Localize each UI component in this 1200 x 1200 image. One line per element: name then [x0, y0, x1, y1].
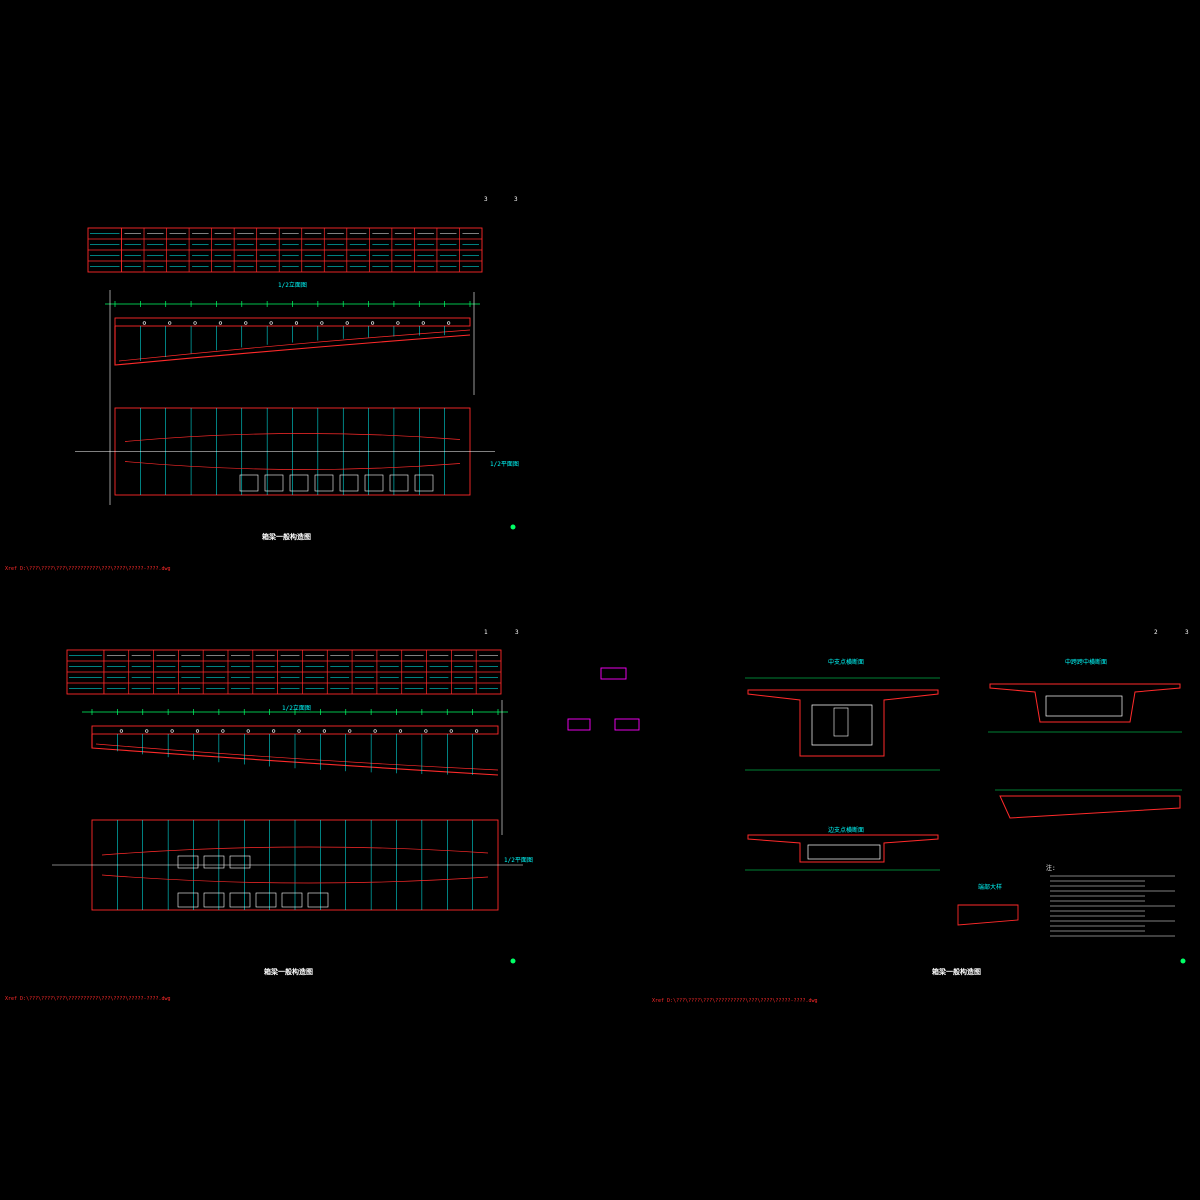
- loose-detail-box: [614, 718, 640, 731]
- sheet1-elevation-anchor-hole: [345, 321, 349, 325]
- sheet1-elevation-anchor-hole: [396, 321, 400, 325]
- sheet2-elevation-anchor-hole: [145, 729, 149, 733]
- sheet1-elevation-anchor-hole: [320, 321, 324, 325]
- sheet3-manhole: [833, 707, 849, 737]
- sheet2-elevation-anchor-hole: [475, 729, 479, 733]
- sheet3-section-end-label: 边支点横断面: [828, 827, 865, 834]
- sheet2-half-plan-label: 1/2平面图: [504, 857, 533, 864]
- loose-detail-box: [600, 667, 627, 680]
- sheet1-plan-web-line: [124, 433, 461, 442]
- sheet2-elevation-anchor-hole: [449, 729, 453, 733]
- sheet1-elevation-deck-slab: [114, 317, 471, 327]
- sheet1-half-plan-label: 1/2平面图: [490, 461, 519, 468]
- sheet1-plan-section-box: [314, 474, 334, 492]
- sheet2-plan-web-line: [101, 846, 489, 856]
- sheet3-section-mid-label: 中支点横断面: [828, 659, 865, 666]
- sheet1-elevation-anchor-hole: [294, 321, 299, 325]
- sheet3-mid-section-outline: [747, 689, 939, 757]
- sheet2-elevation-anchor-hole: [424, 729, 428, 733]
- sheet3-end-section-cell: [807, 844, 881, 860]
- sheet2-elevation-anchor-hole: [195, 729, 200, 733]
- sheet2-page-total: 3: [515, 629, 519, 636]
- sheet2-elevation-anchor-hole: [272, 729, 276, 733]
- sheet3-notes-label: 注:: [1046, 865, 1056, 872]
- sheet3-end-detail: [957, 904, 1019, 926]
- sheet2-elevation-anchor-hole: [398, 729, 403, 733]
- sheet2-elevation-anchor-hole: [170, 729, 174, 733]
- sheet2-plan-section-box: [177, 892, 199, 908]
- sheet1-plan-section-box: [339, 474, 359, 492]
- sheet2-plan-section-box: [307, 892, 329, 908]
- sheet2-elevation-anchor-hole: [348, 729, 352, 733]
- sheet1-elevation-anchor-hole: [421, 321, 425, 325]
- sheet3-mid-section-cell: [811, 704, 873, 746]
- sheet2-plan-section-box: [255, 892, 277, 908]
- sheet1-plan-section-box: [264, 474, 284, 492]
- sheet3-xref-path: Xref D:\???\????\???\??????????\???\????…: [652, 998, 818, 1004]
- sheet3-side-section-cell: [1045, 695, 1123, 717]
- sheet1-elevation-bottom-flange-inner: [118, 329, 471, 362]
- sheet2-elevation-anchor-hole: [246, 729, 250, 733]
- sheet3-longitudinal-detail: [999, 795, 1181, 819]
- sheet1-elevation-anchor-hole: [269, 321, 273, 325]
- sheet2-elevation-anchor-hole: [221, 729, 225, 733]
- sheet1-plan-section-box: [414, 474, 434, 492]
- sheet2-plan-web-line: [101, 874, 489, 884]
- sheet2-elevation-deck-slab: [91, 725, 499, 735]
- sheet1-page-number: 3: [484, 196, 488, 203]
- sheet2-xref-path: Xref D:\???\????\???\??????????\???\????…: [5, 996, 171, 1002]
- sheet1-page-total: 3: [514, 196, 518, 203]
- sheet3-north-mark: [1180, 958, 1186, 964]
- sheet1-elevation-anchor-hole: [244, 321, 248, 325]
- loose-detail-box: [567, 718, 591, 731]
- sheet1-elevation-anchor-hole: [142, 321, 146, 325]
- sheet2-plan-section-box: [177, 855, 199, 869]
- sheet2-half-elevation-label: 1/2立面图: [282, 705, 311, 712]
- sheet1-plan-section-box: [239, 474, 259, 492]
- sheet1-plan-section-box: [289, 474, 309, 492]
- sheet1-elevation-anchor-hole: [218, 321, 223, 325]
- sheet2-page-number: 1: [484, 629, 488, 636]
- sheet3-side-section-outline: [989, 683, 1181, 723]
- sheet1-elevation-anchor-hole: [168, 321, 172, 325]
- sheet2-title: 箱梁一般构造图: [264, 968, 313, 976]
- sheet3-section-side-label: 中跨跨中横断面: [1065, 659, 1108, 666]
- sheet2-elevation-anchor-hole: [373, 729, 377, 733]
- sheet2-north-mark: [510, 958, 516, 964]
- sheet2-plan-section-box: [229, 892, 251, 908]
- sheet1-plan-section-box: [389, 474, 409, 492]
- sheet1-plan-section-box: [364, 474, 384, 492]
- sheet2-plan-section-box: [203, 892, 225, 908]
- sheet1-elevation-anchor-hole: [193, 321, 197, 325]
- sheet2-elevation-anchor-hole: [297, 729, 301, 733]
- sheet1-half-elevation-label: 1/2立面图: [278, 282, 307, 289]
- sheet3-end-section-outline: [747, 834, 939, 863]
- sheet2-elevation-anchor-hole: [322, 729, 326, 733]
- sheet2-plan-section-box: [229, 855, 251, 869]
- sheet3-detail-label: 端部大样: [978, 884, 1003, 891]
- sheet3-page-number: 2: [1154, 629, 1158, 636]
- sheet2-elevation-bottom-flange-inner: [95, 743, 499, 771]
- sheet2-plan-section-box: [281, 892, 303, 908]
- sheet1-elevation-anchor-hole: [447, 321, 451, 325]
- sheet1-xref-path: Xref D:\???\????\???\??????????\???\????…: [5, 566, 171, 572]
- sheet1-elevation-anchor-hole: [370, 321, 375, 325]
- sheet2-elevation-anchor-hole: [119, 729, 123, 733]
- sheet1-plan-web-line: [124, 461, 461, 470]
- sheet2-plan-section-box: [203, 855, 225, 869]
- sheet1-title: 箱梁一般构造图: [262, 533, 311, 541]
- sheet1-north-mark: [510, 524, 516, 530]
- sheet3-title: 箱梁一般构造图: [932, 968, 981, 976]
- sheet1-elevation-bottom-flange: [114, 326, 471, 366]
- sheet2-elevation-bottom-flange: [91, 734, 499, 776]
- sheet3-page-total: 3: [1185, 629, 1189, 636]
